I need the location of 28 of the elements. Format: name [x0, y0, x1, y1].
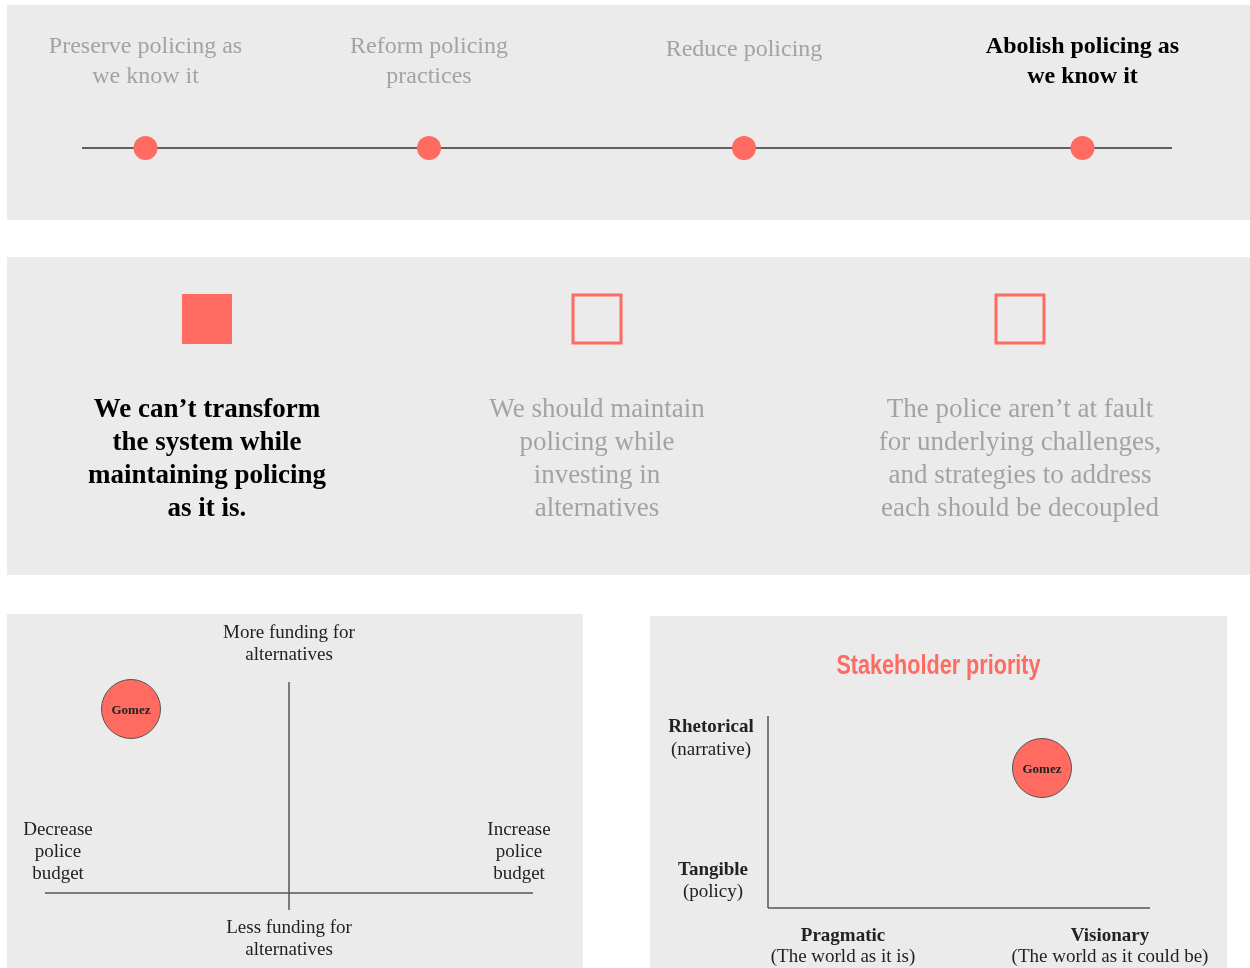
axis-label: (policy) — [681, 880, 745, 902]
axis-label: (The world as it could be) — [1010, 945, 1210, 967]
statement-text: The police aren’t at fault for underlying challenges, and strategies to address each should be decoupled — [877, 392, 1163, 524]
statement-text: We can’t transform the system while maintaining policing as it is. — [87, 392, 327, 524]
marker-circle — [1012, 738, 1072, 798]
axis-label: Tangible — [676, 858, 750, 880]
panel-background — [7, 5, 1250, 220]
scale-label: Reduce policing — [664, 34, 824, 63]
marker-circle — [101, 679, 161, 739]
marker-label: Gomez — [1021, 760, 1063, 778]
panel-background — [650, 616, 1227, 968]
axis-label: Pragmatic — [799, 924, 887, 946]
axis-label: (The world as it is) — [769, 945, 917, 967]
statement-text: We should maintain policing while investing in alternatives — [488, 392, 706, 524]
panel-background — [7, 614, 583, 968]
axis-label: More funding for alternatives — [222, 621, 356, 665]
axis-label: Decrease police budget — [22, 818, 94, 884]
marker-label: Gomez — [110, 701, 152, 719]
axis-label: Visionary — [1069, 924, 1151, 946]
axis-label: Increase police budget — [486, 818, 552, 884]
scale-label: Preserve policing as we know it — [47, 31, 244, 90]
panel-background — [7, 257, 1250, 575]
chart-title: Stakeholder priority — [835, 650, 1042, 681]
scale-label: Reform policing practices — [349, 31, 509, 90]
axis-label: Rhetorical — [667, 715, 755, 737]
scale-label: Abolish policing as we know it — [984, 31, 1181, 90]
axis-label: Less funding for alternatives — [225, 916, 353, 960]
axis-label: (narrative) — [669, 738, 753, 760]
